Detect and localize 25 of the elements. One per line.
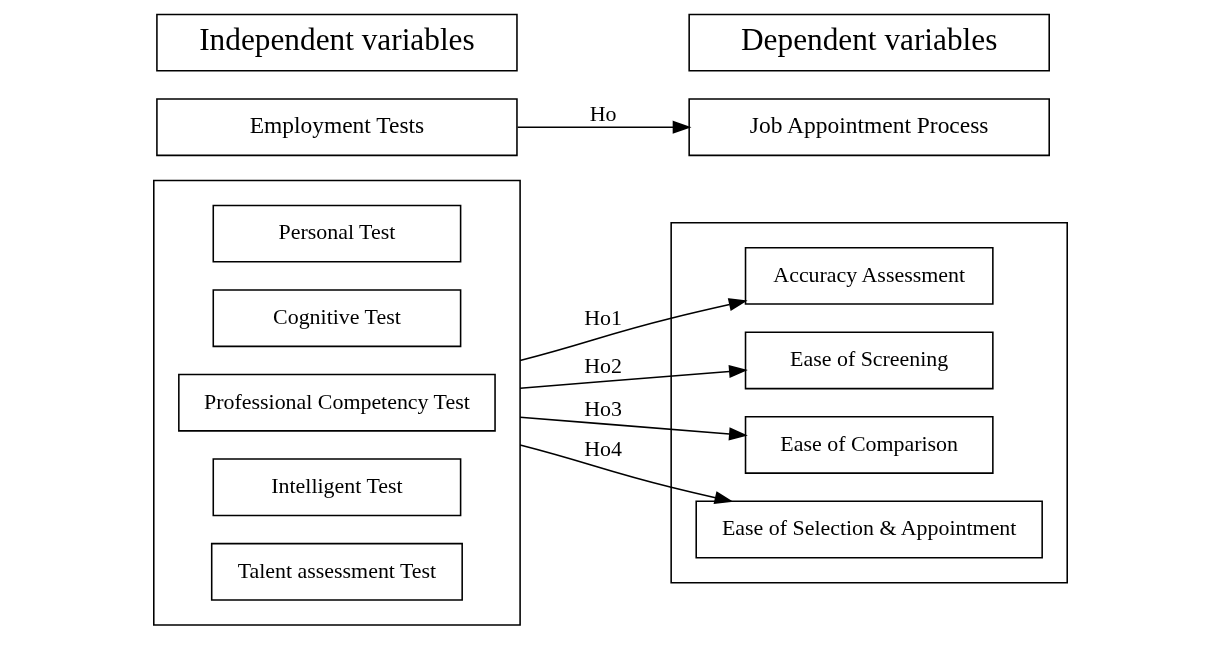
node-box: Ease of Screening — [744, 331, 994, 390]
node-box: Talent assessment Test — [210, 542, 463, 601]
edge-label: Ho4 — [583, 436, 622, 462]
edge-label: Ho2 — [583, 353, 622, 379]
node-box: Independent variables — [155, 13, 518, 72]
node-box: Professional Competency Test — [177, 373, 496, 432]
edge-label: Ho — [589, 101, 616, 127]
node-box: Employment Tests — [155, 98, 518, 157]
node-box: Ease of Comparison — [744, 416, 994, 474]
cluster — [152, 179, 521, 626]
node-box: Ease of Selection & Appointment — [694, 500, 1043, 559]
arrow — [516, 120, 691, 134]
edge-label: Ho1 — [583, 304, 622, 330]
node-box: Dependent variables — [687, 13, 1050, 72]
node-box: Cognitive Test — [212, 289, 461, 348]
node-box: Accuracy Assessment — [744, 246, 994, 305]
arrow — [518, 444, 733, 505]
arrow — [518, 298, 748, 362]
node-box: Job Appointment Process — [687, 98, 1050, 157]
edge-label: Ho3 — [583, 395, 622, 421]
node-box: Intelligent Test — [212, 458, 461, 517]
arrow — [518, 364, 748, 389]
arrow — [518, 416, 748, 441]
cluster — [669, 221, 1068, 584]
node-box: Personal Test — [212, 204, 461, 263]
